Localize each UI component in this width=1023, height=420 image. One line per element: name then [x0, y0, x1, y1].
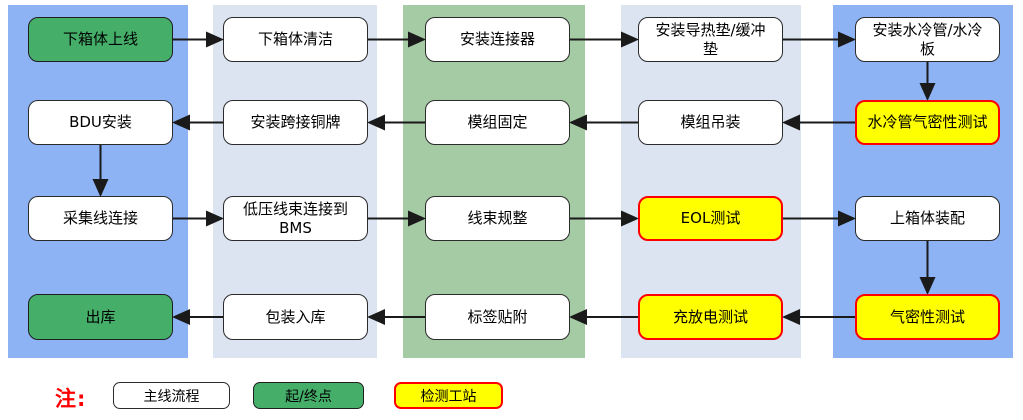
flow-node-module-fixing: 模组固定: [425, 100, 570, 145]
flow-node-harness-arrangement: 线束规整: [425, 196, 570, 241]
flow-node-outbound: 出库: [28, 294, 173, 340]
flow-node-charge-discharge-test: 充放电测试: [638, 294, 783, 340]
flow-node-lv-harness-to-bms: 低压线束连接到 BMS: [223, 196, 368, 241]
flow-node-collection-harness-connect: 采集线连接: [28, 196, 173, 241]
flow-node-cooling-pipe-install: 安装水冷管/水冷 板: [855, 17, 1000, 62]
legend-item-main-process: 主线流程: [113, 382, 230, 409]
legend-item-test-station: 检测工站: [394, 382, 503, 409]
flow-node-module-hoisting: 模组吊装: [638, 100, 783, 145]
flow-node-cooling-pipe-airtight-test: 水冷管气密性测试: [855, 100, 1000, 145]
flow-node-thermal-pad-install: 安装导热垫/缓冲 垫: [638, 17, 783, 62]
flow-node-lower-case-online: 下箱体上线: [28, 17, 173, 62]
flow-node-upper-case-assembly: 上箱体装配: [855, 196, 1000, 241]
legend-item-start-end: 起/终点: [253, 382, 364, 409]
flow-node-connector-install: 安装连接器: [425, 17, 570, 62]
legend-note-label: 注:: [55, 387, 87, 411]
flow-node-jumper-busbar-install: 安装跨接铜牌: [223, 100, 368, 145]
flow-node-eol-test: EOL测试: [638, 196, 783, 241]
flow-node-airtight-test: 气密性测试: [855, 294, 1000, 340]
flow-node-packing-warehousing: 包装入库: [223, 294, 368, 340]
flow-node-lower-case-cleaning: 下箱体清洁: [223, 17, 368, 62]
flow-node-label-attach: 标签贴附: [425, 294, 570, 340]
flow-node-bdu-install: BDU安装: [28, 100, 173, 145]
